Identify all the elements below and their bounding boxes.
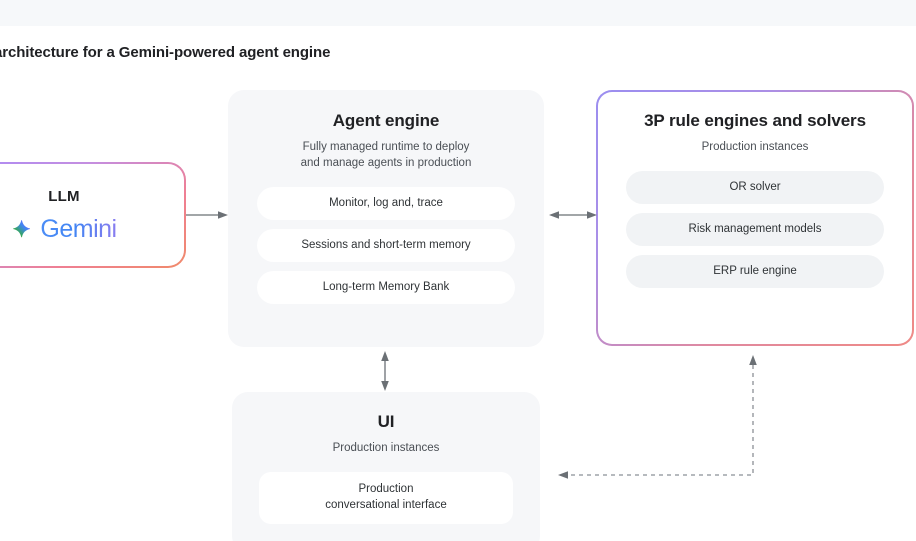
top-band xyxy=(0,0,916,26)
ui-module-subtitle: Production instances xyxy=(332,442,440,454)
third-party-subtitle: Production instances xyxy=(701,141,809,153)
gemini-sparkle-icon xyxy=(11,219,33,241)
gemini-logo: Gemini xyxy=(11,215,117,243)
page-title: architecture for a Gemini-powered agent … xyxy=(0,44,331,61)
third-party-title: 3P rule engines and solvers xyxy=(644,111,866,130)
llm-label: LLM xyxy=(48,188,80,205)
agent-engine-card: Agent engine Fully managed runtime to de… xyxy=(228,90,544,347)
agent-engine-title: Agent engine xyxy=(332,111,440,130)
pill-or-solver[interactable]: OR solver xyxy=(626,170,884,204)
third-party-card: 3P rule engines and solvers Production i… xyxy=(596,90,914,346)
ui-module-title: UI xyxy=(377,412,395,431)
connector-ui-to-3p xyxy=(556,352,766,484)
ui-module-card: UI Production instances Production conve… xyxy=(232,392,540,541)
agent-engine-pill-list: Monitor, log and, trace Sessions and sho… xyxy=(228,186,544,304)
gemini-wordmark: Gemini xyxy=(40,215,117,243)
connector-agent-to-3p xyxy=(549,205,597,225)
pill-risk-management-models[interactable]: Risk management models xyxy=(626,212,884,246)
ui-module-card-list: Production conversational interface xyxy=(232,471,540,524)
connector-agent-to-ui xyxy=(375,351,395,391)
llm-card: LLM Gemini xyxy=(0,162,186,268)
pill-sessions-short-term-memory[interactable]: Sessions and short-term memory xyxy=(257,228,515,262)
pill-erp-rule-engine[interactable]: ERP rule engine xyxy=(626,254,884,288)
third-party-pill-list: OR solver Risk management models ERP rul… xyxy=(598,170,912,288)
pill-long-term-memory-bank[interactable]: Long-term Memory Bank xyxy=(257,270,515,304)
pill-monitor-log-trace[interactable]: Monitor, log and, trace xyxy=(257,186,515,220)
card-production-conversational-interface[interactable]: Production conversational interface xyxy=(259,471,513,524)
connector-llm-to-agent xyxy=(186,205,230,225)
agent-engine-subtitle: Fully managed runtime to deploy and mana… xyxy=(300,141,472,169)
